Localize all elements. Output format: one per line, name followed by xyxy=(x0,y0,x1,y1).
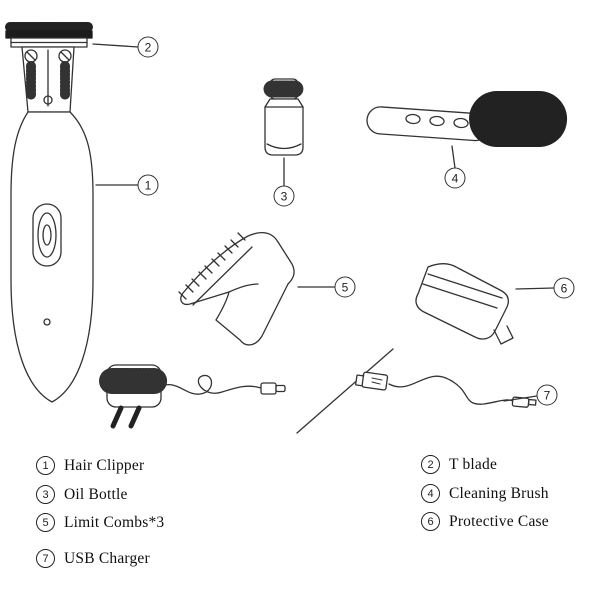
legend-item-oil-bottle: 3 Oil Bottle xyxy=(36,485,128,504)
legend-number: 2 xyxy=(421,455,440,474)
legend-label: Limit Combs*3 xyxy=(64,513,165,531)
legend-number: 4 xyxy=(421,484,440,503)
legend-label: Cleaning Brush xyxy=(449,484,549,502)
legend-item-t-blade: 2 T blade xyxy=(421,455,497,474)
callout-usb-charger: 7 xyxy=(536,384,558,406)
callout-hair-clipper: 1 xyxy=(137,174,159,196)
separator-line xyxy=(296,348,394,434)
legend-label: Protective Case xyxy=(449,512,549,530)
callout-protective-case: 6 xyxy=(553,277,575,299)
legend-item-limit-combs: 5 Limit Combs*3 xyxy=(36,513,164,532)
legend-label: T blade xyxy=(449,455,498,473)
legend-number: 1 xyxy=(36,456,55,475)
cleaning-brush-illustration xyxy=(366,91,568,147)
usb-cable-illustration xyxy=(355,371,537,408)
legend-number: 7 xyxy=(36,549,55,568)
usb-charger-illustration xyxy=(99,364,286,429)
callout-limit-combs: 5 xyxy=(334,276,356,298)
callout-lines xyxy=(92,43,555,402)
callout-t-blade: 2 xyxy=(137,36,159,58)
legend-label: Oil Bottle xyxy=(64,485,128,503)
legend-label: USB Charger xyxy=(64,549,150,567)
legend-number: 5 xyxy=(36,513,55,532)
limit-comb-illustration xyxy=(178,231,295,346)
callout-cleaning-brush: 4 xyxy=(444,167,466,189)
indicator-light-drawing xyxy=(43,318,51,326)
callout-oil-bottle: 3 xyxy=(273,185,295,207)
oil-bottle-illustration xyxy=(263,78,305,156)
t-blade-illustration xyxy=(5,22,93,48)
legend-item-hair-clipper: 1 Hair Clipper xyxy=(36,456,144,475)
protective-case-illustration xyxy=(415,263,514,345)
legend-label: Hair Clipper xyxy=(64,456,145,474)
legend-item-usb-charger: 7 USB Charger xyxy=(36,549,150,568)
legend-item-cleaning-brush: 4 Cleaning Brush xyxy=(421,484,549,503)
hair-clipper-illustration xyxy=(5,22,94,403)
legend-number: 3 xyxy=(36,485,55,504)
legend-number: 6 xyxy=(421,512,440,531)
legend-item-protective-case: 6 Protective Case xyxy=(421,512,549,531)
